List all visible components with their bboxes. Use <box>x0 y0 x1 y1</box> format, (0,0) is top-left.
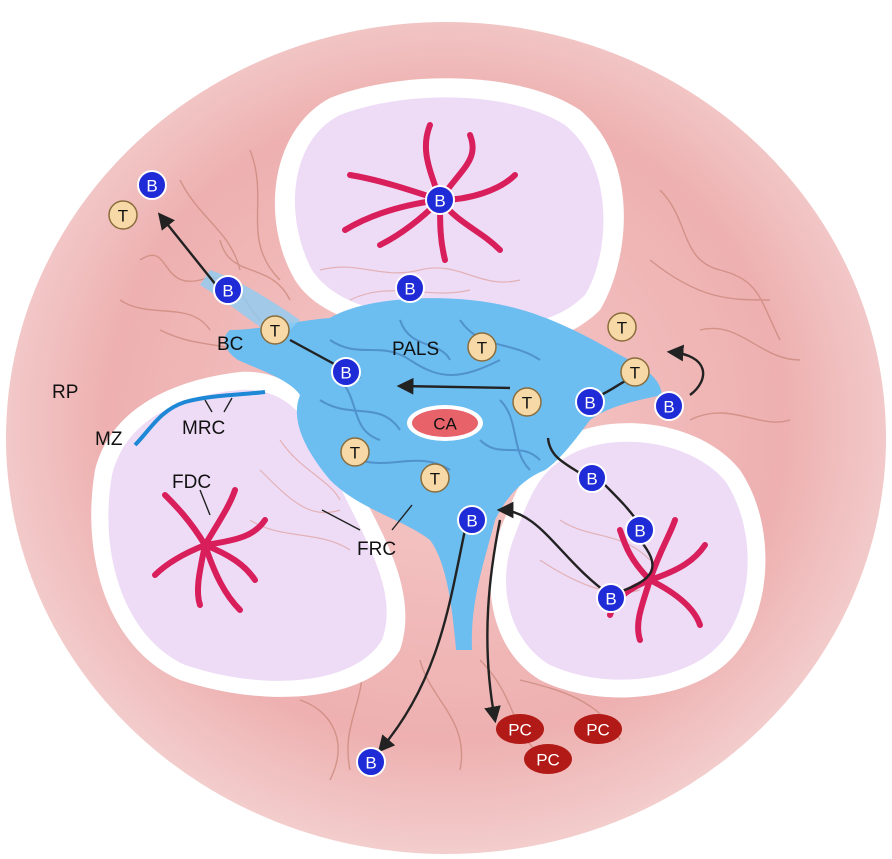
mrc-label: MRC <box>182 418 225 439</box>
central-artery: CA <box>407 405 483 441</box>
label-pointers <box>199 397 413 531</box>
b-cell: B <box>137 170 167 200</box>
b-cell: B <box>356 747 386 777</box>
svg-text:PC: PC <box>508 721 532 740</box>
b-cell: B <box>596 583 626 613</box>
svg-text:B: B <box>466 512 477 531</box>
b-cell: B <box>575 387 605 417</box>
svg-text:B: B <box>584 394 595 413</box>
rp-label: RP <box>52 382 78 403</box>
svg-text:B: B <box>404 280 415 299</box>
svg-text:PC: PC <box>586 721 610 740</box>
t-cell: T <box>620 357 650 387</box>
t-cell: T <box>108 200 138 230</box>
plasma-cell: PC <box>574 714 622 744</box>
t-cells: T T T T T T T T <box>108 200 650 493</box>
frc-label: FRC <box>357 539 396 560</box>
svg-text:B: B <box>340 364 351 383</box>
svg-text:T: T <box>118 207 128 226</box>
b-cell: B <box>213 275 243 305</box>
svg-text:B: B <box>586 470 597 489</box>
b-cell: B <box>425 185 455 215</box>
fdc-network-left <box>152 487 268 613</box>
svg-text:B: B <box>663 398 674 417</box>
mz-label: MZ <box>95 429 123 450</box>
plasma-cell: PC <box>496 714 544 744</box>
t-cell: T <box>512 387 542 417</box>
t-cell: T <box>467 332 497 362</box>
t-cell: T <box>260 315 290 345</box>
follicle-right <box>505 441 748 680</box>
svg-text:T: T <box>430 470 440 489</box>
svg-text:T: T <box>270 322 280 341</box>
pals-label: PALS <box>392 339 439 360</box>
svg-text:T: T <box>617 319 627 338</box>
b-cell: B <box>577 463 607 493</box>
bc-label: BC <box>217 334 243 355</box>
plasma-cells: PC PC PC <box>496 714 622 774</box>
b-cell: B <box>654 391 684 421</box>
svg-text:B: B <box>605 590 616 609</box>
svg-text:B: B <box>634 522 645 541</box>
svg-text:T: T <box>630 364 640 383</box>
fdc-label: FDC <box>172 472 211 493</box>
marginal-zone-line <box>133 390 266 447</box>
svg-text:B: B <box>146 177 157 196</box>
svg-text:B: B <box>434 192 445 211</box>
b-cell: B <box>625 515 655 545</box>
svg-text:T: T <box>522 394 532 413</box>
b-cells: B B B B B B B B B B B B <box>137 170 684 777</box>
b-cell: B <box>457 505 487 535</box>
t-cell: T <box>340 437 370 467</box>
plasma-cell: PC <box>524 744 572 774</box>
ca-label: CA <box>433 415 457 434</box>
svg-text:B: B <box>365 754 376 773</box>
b-cell: B <box>395 273 425 303</box>
svg-text:B: B <box>222 282 233 301</box>
t-cell: T <box>420 463 450 493</box>
t-cell: T <box>607 312 637 342</box>
svg-text:T: T <box>477 339 487 358</box>
b-cell: B <box>331 357 361 387</box>
svg-text:T: T <box>350 444 360 463</box>
svg-text:PC: PC <box>536 751 560 770</box>
